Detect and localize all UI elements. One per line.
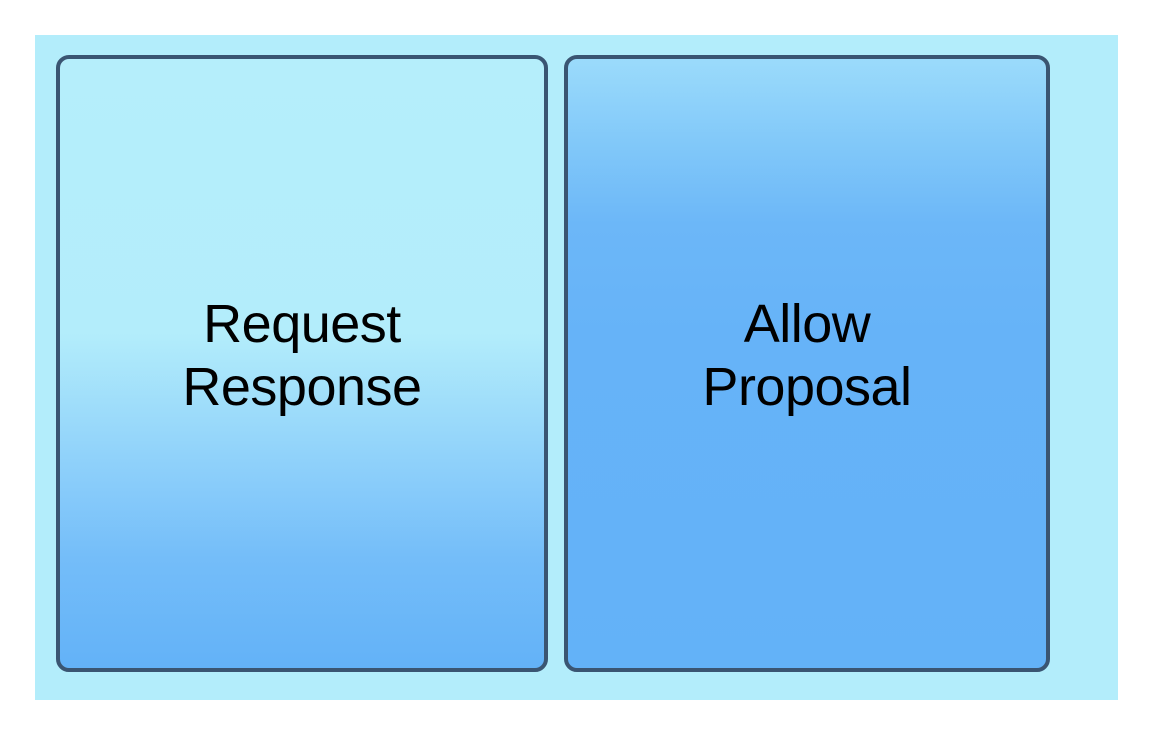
node-request-response-label: Request Response — [176, 293, 427, 417]
node-request-response-label-line-2: Response — [182, 356, 422, 417]
node-allow-proposal-label-line-1: Allow — [743, 294, 871, 355]
node-request-response-label-line-1: Request — [203, 294, 401, 355]
node-request-response[interactable]: Request Response — [56, 55, 548, 672]
node-allow-proposal[interactable]: Allow Proposal — [564, 55, 1050, 672]
node-allow-proposal-label: Allow Proposal — [696, 293, 917, 417]
node-allow-proposal-label-line-2: Proposal — [702, 356, 912, 417]
